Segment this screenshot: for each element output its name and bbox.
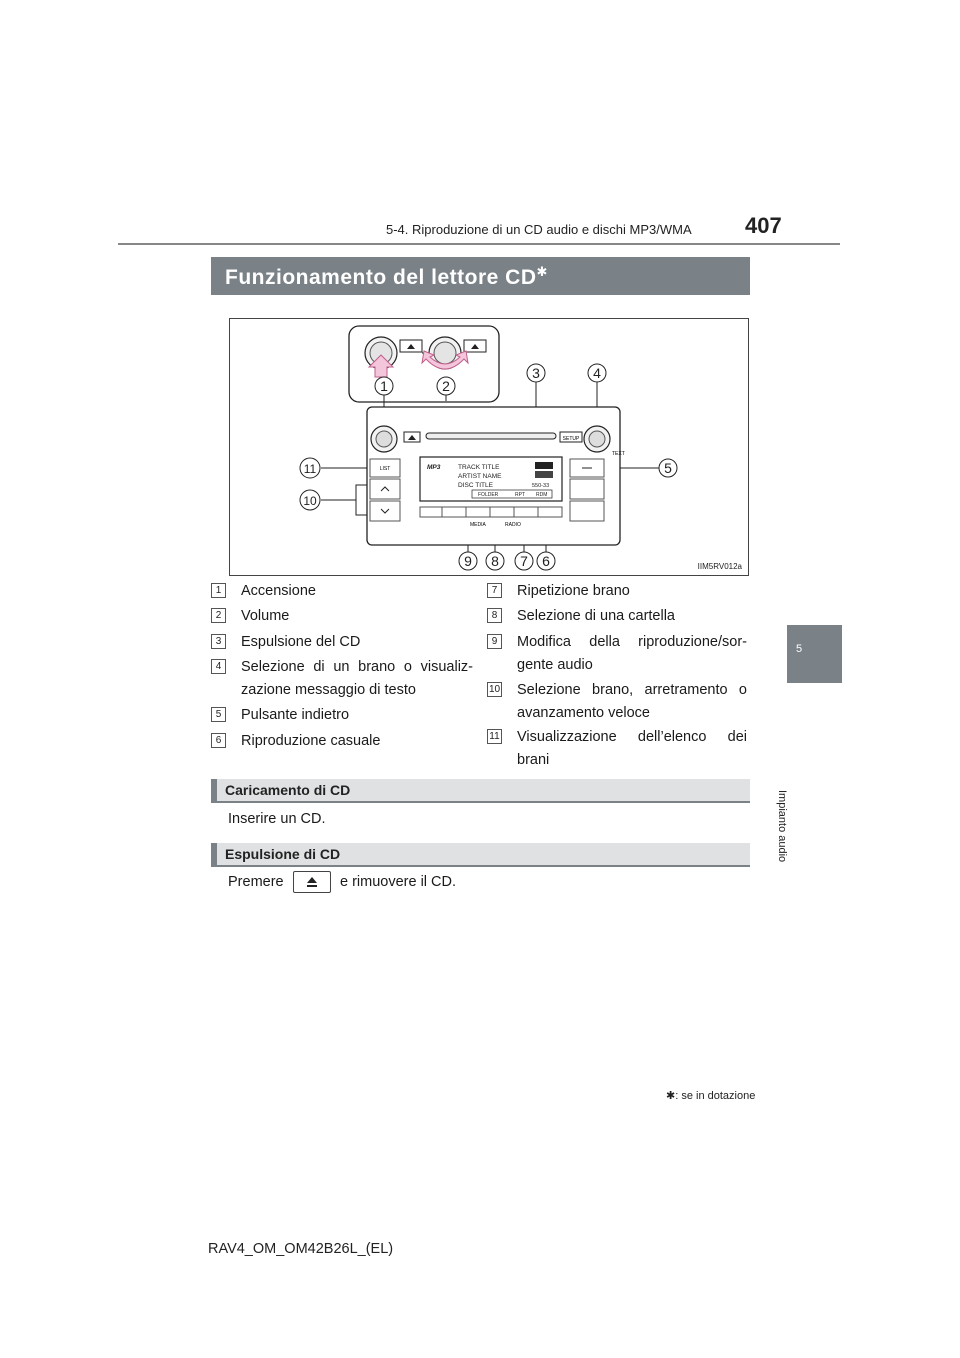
legend-item: 2 Volume (211, 605, 471, 628)
svg-text:10: 10 (303, 494, 317, 508)
legend-text: Ripetizione brano (517, 583, 630, 599)
footnote-text: : se in dotazione (675, 1090, 756, 1102)
subsection-title: Espulsione di CD (225, 846, 341, 862)
section-title-text: Funzionamento del lettore CD (225, 266, 537, 289)
side-tab-label: Impianto audio (776, 790, 788, 863)
document-code: RAV4_OM_OM42B26L_(EL) (208, 1241, 394, 1257)
screen-rpt: RPT (515, 492, 525, 498)
legend-item: 4 Selezione di un brano o visualiz-zazion… (211, 656, 476, 702)
text-button-label: TEXT (612, 451, 625, 457)
subsection-header-loading: Caricamento di CD (211, 779, 750, 803)
legend-number: 8 (487, 608, 502, 623)
side-tab-label-wrap: Impianto audio (776, 690, 810, 862)
legend-text: Accensione (241, 583, 316, 599)
screen-tag-time: 550-33 (532, 483, 549, 489)
legend-number: 2 (211, 608, 226, 623)
legend-item: 9 Modifica della riproduzione/sor-gente a… (487, 631, 750, 677)
subsection-header-eject: Espulsione di CD (211, 843, 750, 867)
audio-unit-figure: 1 2 3 4 5 6 7 8 9 10 11 (229, 318, 749, 576)
loading-instruction: Inserire un CD. (228, 811, 326, 827)
svg-text:2: 2 (442, 378, 450, 394)
legend-number: 3 (211, 634, 226, 649)
list-button-label: LIST (380, 466, 391, 472)
legend-text: Volume (241, 608, 290, 624)
legend-number: 11 (487, 729, 502, 744)
legend-text: Modifica della riproduzione/sor-gente au… (517, 634, 747, 673)
legend-item: 10 Selezione brano, arretramento o avanza… (487, 679, 750, 725)
screen-artist-name: ARTIST NAME (458, 473, 502, 480)
legend-text: Selezione di un brano o visualiz-zazione… (241, 659, 473, 698)
legend-item: 1 Accensione (211, 580, 471, 603)
legend-number: 4 (211, 659, 226, 674)
figure-code: IIM5RV012a (697, 562, 742, 571)
section-title-bar: Funzionamento del lettore CD✱ (211, 257, 750, 295)
screen-folder: FOLDER (478, 492, 499, 498)
legend-item: 5 Pulsante indietro (211, 704, 471, 727)
screen-disc-title: DISC TITLE (458, 482, 494, 489)
legend-text: Selezione brano, arretramento o avanzame… (517, 682, 747, 721)
section-title: Funzionamento del lettore CD✱ (225, 264, 548, 290)
legend-number: 5 (211, 707, 226, 722)
side-tab (787, 625, 842, 683)
legend-item: 3 Espulsione del CD (211, 631, 471, 654)
footnote-mark: ✱ (536, 264, 548, 279)
radio-button-label: RADIO (505, 522, 521, 528)
svg-text:9: 9 (464, 553, 472, 569)
subsection-title: Caricamento di CD (225, 782, 351, 798)
legend-text: Pulsante indietro (241, 707, 350, 723)
legend-number: 1 (211, 583, 226, 598)
legend-text: Espulsione del CD (241, 634, 361, 650)
svg-text:7: 7 (520, 553, 528, 569)
legend-text: Riproduzione casuale (241, 733, 381, 749)
svg-text:6: 6 (542, 553, 550, 569)
footnote: ✱: se in dotazione (666, 1089, 755, 1102)
legend-item: 7 Ripetizione brano (487, 580, 750, 603)
header-rule (118, 243, 840, 245)
svg-text:1: 1 (380, 378, 388, 394)
eject-button-icon (293, 871, 331, 893)
legend-number: 9 (487, 634, 502, 649)
legend-number: 6 (211, 733, 226, 748)
legend-number: 7 (487, 583, 502, 598)
legend-item: 8 Selezione di una cartella (487, 605, 750, 628)
legend-number: 10 (487, 682, 502, 697)
eject-instruction-before: Premere (228, 874, 284, 890)
media-button-label: MEDIA (470, 522, 487, 528)
svg-text:4: 4 (593, 365, 601, 381)
legend-item: 11 Visualizzazione dell’elenco dei brani (487, 726, 750, 772)
svg-text:3: 3 (532, 365, 540, 381)
legend-text: Selezione di una cartella (517, 608, 675, 624)
side-tab-number: 5 (795, 643, 803, 655)
svg-text:11: 11 (304, 462, 317, 476)
eject-instruction-after: e rimuovere il CD. (340, 874, 457, 890)
page-number: 407 (745, 213, 782, 238)
footnote-mark: ✱ (666, 1090, 676, 1102)
audio-unit-illustration: 1 2 3 4 5 6 7 8 9 10 11 (299, 325, 678, 571)
svg-text:5: 5 (664, 460, 672, 476)
setup-button-label: SETUP (563, 436, 580, 442)
chapter-title: 5-4. Riproduzione di un CD audio e disch… (386, 222, 692, 237)
svg-text:8: 8 (491, 553, 499, 569)
screen-rdm: RDM (536, 492, 547, 498)
screen-track-title: TRACK TITLE (458, 464, 500, 471)
legend-text: Visualizzazione dell’elenco dei brani (517, 729, 747, 768)
legend-item: 6 Riproduzione casuale (211, 730, 471, 753)
screen-tag-mp3: MP3 (427, 464, 441, 471)
